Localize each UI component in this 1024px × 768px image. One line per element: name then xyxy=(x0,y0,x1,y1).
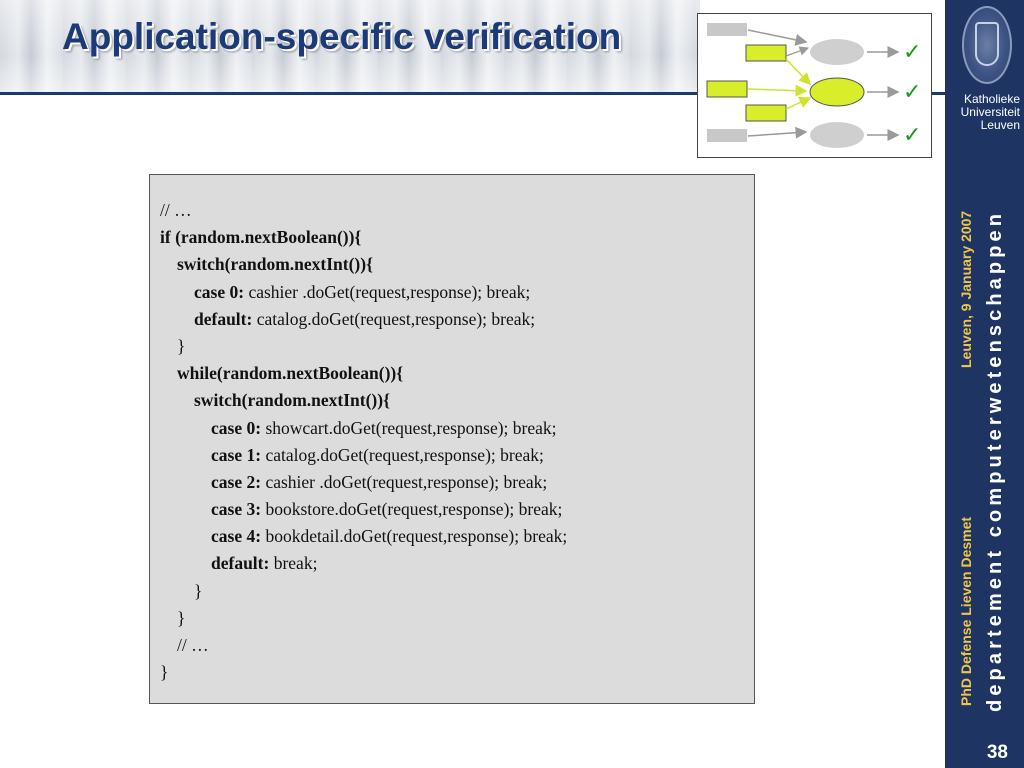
code-text: break; xyxy=(269,553,318,574)
code-line: switch(random.nextInt()){ xyxy=(160,251,754,278)
check-icon-bottom: ✓ xyxy=(903,123,921,148)
code-line: switch(random.nextInt()){ xyxy=(160,387,754,414)
code-line: } xyxy=(160,578,754,605)
code-text: } xyxy=(177,607,186,628)
code-line: case 1: catalog.doGet(request,response);… xyxy=(160,442,754,469)
state-node-bottom xyxy=(810,122,864,148)
university-line-2: Universiteit xyxy=(960,105,1020,119)
code-text: bookstore.doGet(request,response); break… xyxy=(261,499,563,520)
step-box-3 xyxy=(745,104,787,122)
code-line: } xyxy=(160,659,754,686)
input-box-bottom xyxy=(707,129,747,142)
page-number: 38 xyxy=(986,742,1008,763)
code-line: // … xyxy=(160,197,754,224)
code-keyword: switch(random.nextInt()){ xyxy=(194,390,390,411)
code-line: default: break; xyxy=(160,550,754,577)
state-node-top xyxy=(810,39,864,65)
check-icon-middle: ✓ xyxy=(903,80,921,105)
seal-emblem-icon xyxy=(975,22,999,66)
code-line: while(random.nextBoolean()){ xyxy=(160,360,754,387)
code-text: catalog.doGet(request,response); break; xyxy=(261,444,544,465)
header-divider xyxy=(0,92,945,95)
code-keyword: case 1: xyxy=(211,444,262,465)
code-line: case 4: bookdetail.doGet(request,respons… xyxy=(160,523,754,550)
university-line-3: Leuven xyxy=(980,118,1020,132)
slide-title: Application-specific verification xyxy=(62,16,622,57)
code-keyword: case 4: xyxy=(211,526,262,547)
code-text: } xyxy=(160,662,169,683)
university-seal-icon xyxy=(962,6,1012,84)
code-line: // … xyxy=(160,632,754,659)
diagram-graphic: ✓ ✓ ✓ xyxy=(706,23,921,148)
code-line: case 0: cashier .doGet(request,response)… xyxy=(160,279,754,306)
code-text: bookdetail.doGet(request,response); brea… xyxy=(261,526,568,547)
code-keyword: case 3: xyxy=(211,499,262,520)
header-photo-banner xyxy=(0,0,700,92)
code-keyword: case 0: xyxy=(194,281,245,302)
code-keyword: while(random.nextBoolean()){ xyxy=(177,363,404,384)
code-keyword: case 0: xyxy=(211,417,262,438)
code-text: showcart.doGet(request,response); break; xyxy=(261,417,557,438)
code-line: case 2: cashier .doGet(request,response)… xyxy=(160,469,754,496)
presentation-author: PhD Defense Lieven Desmet xyxy=(958,516,974,706)
code-line: } xyxy=(160,605,754,632)
code-keyword: default: xyxy=(211,553,270,574)
university-line-1: Katholieke xyxy=(963,92,1020,106)
check-icon-top: ✓ xyxy=(903,40,921,65)
verification-diagram: ✓ ✓ ✓ xyxy=(697,13,932,158)
department-name: departement computerwetenschappen xyxy=(984,209,1006,712)
code-text: // … xyxy=(177,635,209,655)
step-box-1 xyxy=(745,44,787,62)
code-text: // … xyxy=(160,200,192,220)
code-line: if (random.nextBoolean()){ xyxy=(160,224,754,251)
step-box-2 xyxy=(706,80,748,98)
code-text: } xyxy=(177,335,186,356)
presentation-date: Leuven, 9 January 2007 xyxy=(958,210,974,368)
code-line: case 3: bookstore.doGet(request,response… xyxy=(160,496,754,523)
code-line: case 0: showcart.doGet(request,response)… xyxy=(160,415,754,442)
input-box-top xyxy=(707,23,747,36)
code-line: default: catalog.doGet(request,response)… xyxy=(160,306,754,333)
code-text: cashier .doGet(request,response); break; xyxy=(244,281,531,302)
code-keyword: if (random.nextBoolean()){ xyxy=(160,227,362,248)
code-line: } xyxy=(160,333,754,360)
code-text: cashier .doGet(request,response); break; xyxy=(261,471,548,492)
code-keyword: switch(random.nextInt()){ xyxy=(177,254,373,275)
university-name: Katholieke Universiteit Leuven xyxy=(950,93,1020,132)
university-sidebar xyxy=(945,0,1024,768)
code-keyword: default: xyxy=(194,308,253,329)
state-node-middle xyxy=(809,77,865,107)
code-listing: // … if (random.nextBoolean()){ switch(ran… xyxy=(149,174,755,704)
code-text: } xyxy=(194,580,203,601)
code-text: catalog.doGet(request,response); break; xyxy=(252,308,536,329)
code-keyword: case 2: xyxy=(211,471,262,492)
